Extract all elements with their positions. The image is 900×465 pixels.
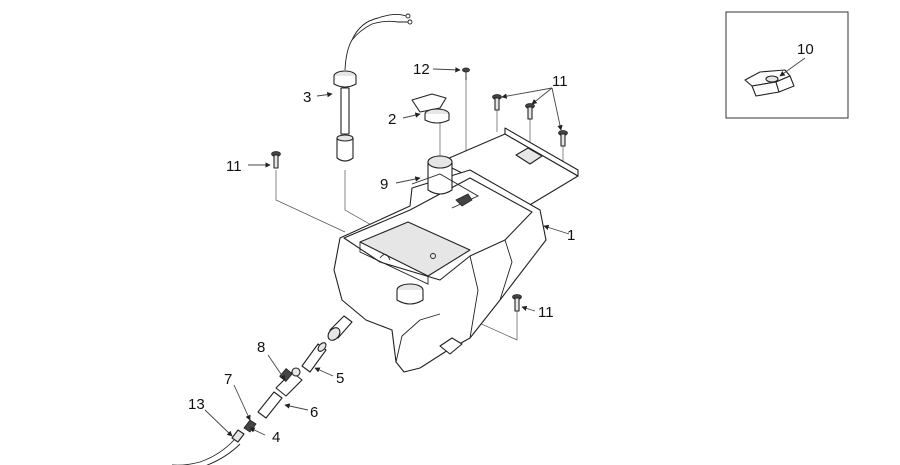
callout-6: 6 [310, 404, 318, 421]
screw-11-top-c [558, 130, 568, 147]
screw-11-top-b [525, 103, 535, 120]
callout-7: 7 [224, 371, 232, 388]
callout-2: 2 [388, 111, 396, 128]
callout-8: 8 [257, 339, 265, 356]
fuel-cap-part-2 [411, 93, 450, 124]
clip-part-10 [744, 69, 795, 97]
fitting-part-5 [301, 342, 327, 373]
callout-1: 1 [567, 227, 575, 244]
callout-labels: 1 2 3 4 5 6 7 8 9 10 11 11 11 12 13 [188, 41, 814, 446]
callout-11-left: 11 [226, 158, 242, 175]
callout-9: 9 [380, 176, 388, 193]
callout-11-right: 11 [538, 304, 554, 321]
callout-10: 10 [797, 41, 814, 58]
filler-neck-part-9 [411, 155, 479, 209]
screw-12 [462, 67, 470, 80]
screw-11-left [271, 151, 281, 169]
callout-5: 5 [336, 370, 344, 387]
fuel-tank-part-1 [333, 127, 579, 373]
clamp-part-4 [231, 419, 257, 443]
outlet-spigot [327, 315, 353, 341]
leader-lines [204, 57, 806, 437]
screw-11-top-a [492, 94, 502, 111]
callout-11-top: 11 [552, 73, 568, 90]
fuel-line-part-13 [172, 439, 241, 465]
callout-13: 13 [188, 396, 205, 413]
callout-4: 4 [272, 429, 280, 446]
screw-11-right [512, 294, 522, 312]
hose-part-6 [257, 391, 283, 419]
level-sender-part-3 [333, 13, 413, 162]
callout-3: 3 [303, 89, 311, 106]
inset-detail-box [725, 11, 849, 119]
callout-12: 12 [413, 61, 430, 78]
